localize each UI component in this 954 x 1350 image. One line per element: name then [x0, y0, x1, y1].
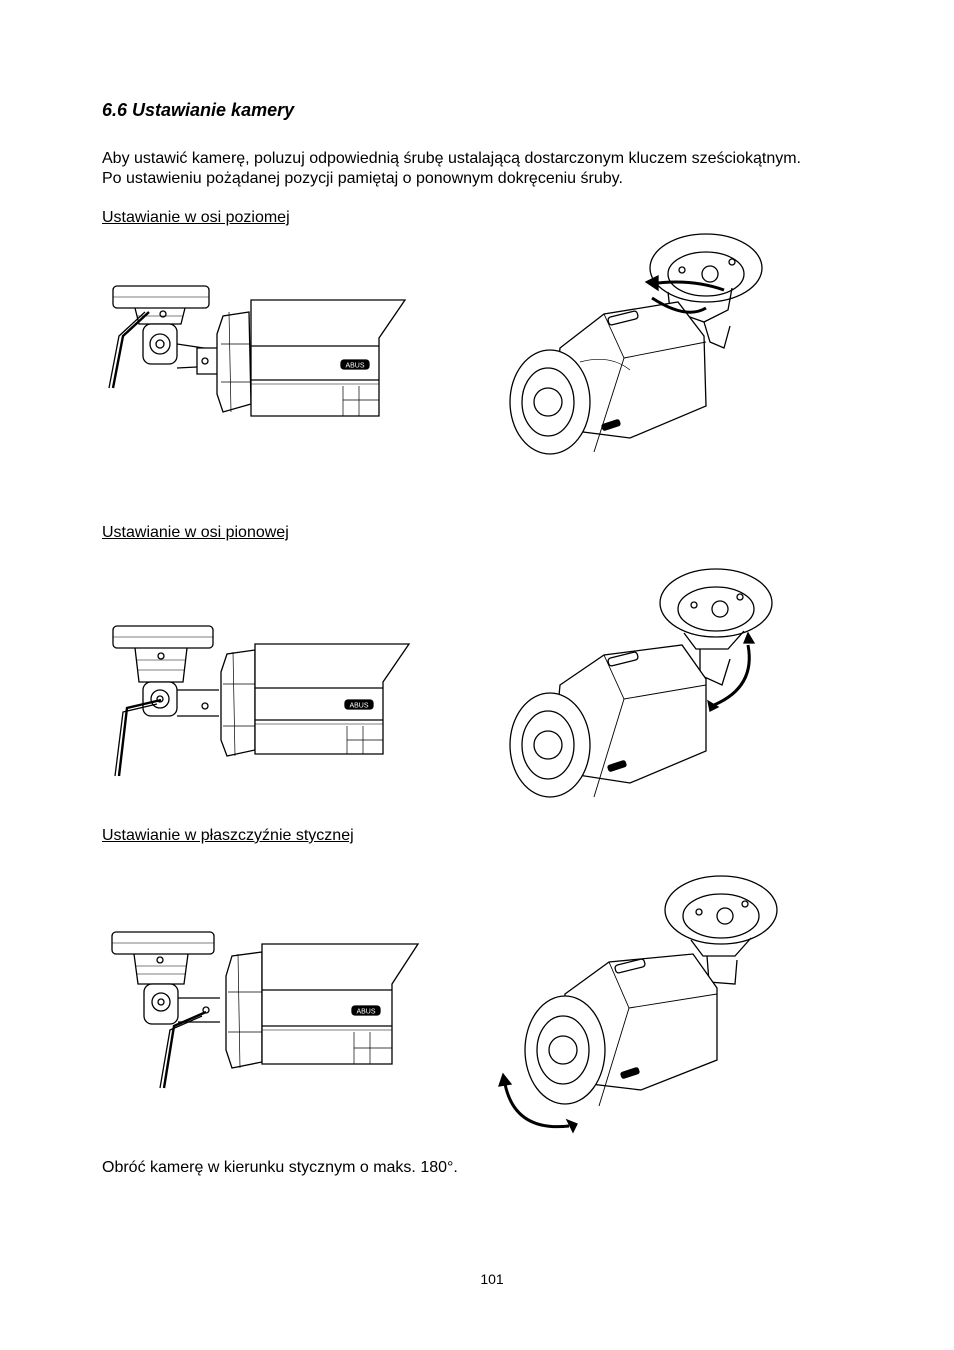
brand-badge-3: ABUS	[356, 1009, 375, 1016]
page-number: 101	[480, 1271, 504, 1287]
perspective-illustration-tangential	[495, 870, 795, 1140]
closing-note: Obróć kamerę w kierunku stycznym o maks.…	[102, 1159, 458, 1176]
intro-line-1: Aby ustawić kamerę, poluzuj odpowiednią …	[102, 150, 801, 167]
perspective-illustration-horizontal	[500, 230, 800, 462]
intro-line-2: Po ustawieniu pożądanej pozycji pamiętaj…	[102, 170, 623, 187]
caption-tangential-plane: Ustawianie w płaszczyźnie stycznej	[102, 827, 354, 844]
side-view-illustration-vertical: ABUS	[105, 624, 415, 784]
section-heading: 6.6 Ustawianie kamery	[102, 100, 295, 120]
brand-badge-2: ABUS	[349, 703, 368, 710]
side-view-illustration-horizontal: ABUS	[105, 282, 415, 422]
brand-badge-1: ABUS	[345, 363, 364, 370]
caption-vertical-axis: Ustawianie w osi pionowej	[102, 524, 289, 541]
perspective-illustration-vertical	[500, 565, 800, 809]
caption-horizontal-axis: Ustawianie w osi poziomej	[102, 209, 290, 226]
side-view-illustration-tangential: ABUS	[108, 926, 428, 1088]
